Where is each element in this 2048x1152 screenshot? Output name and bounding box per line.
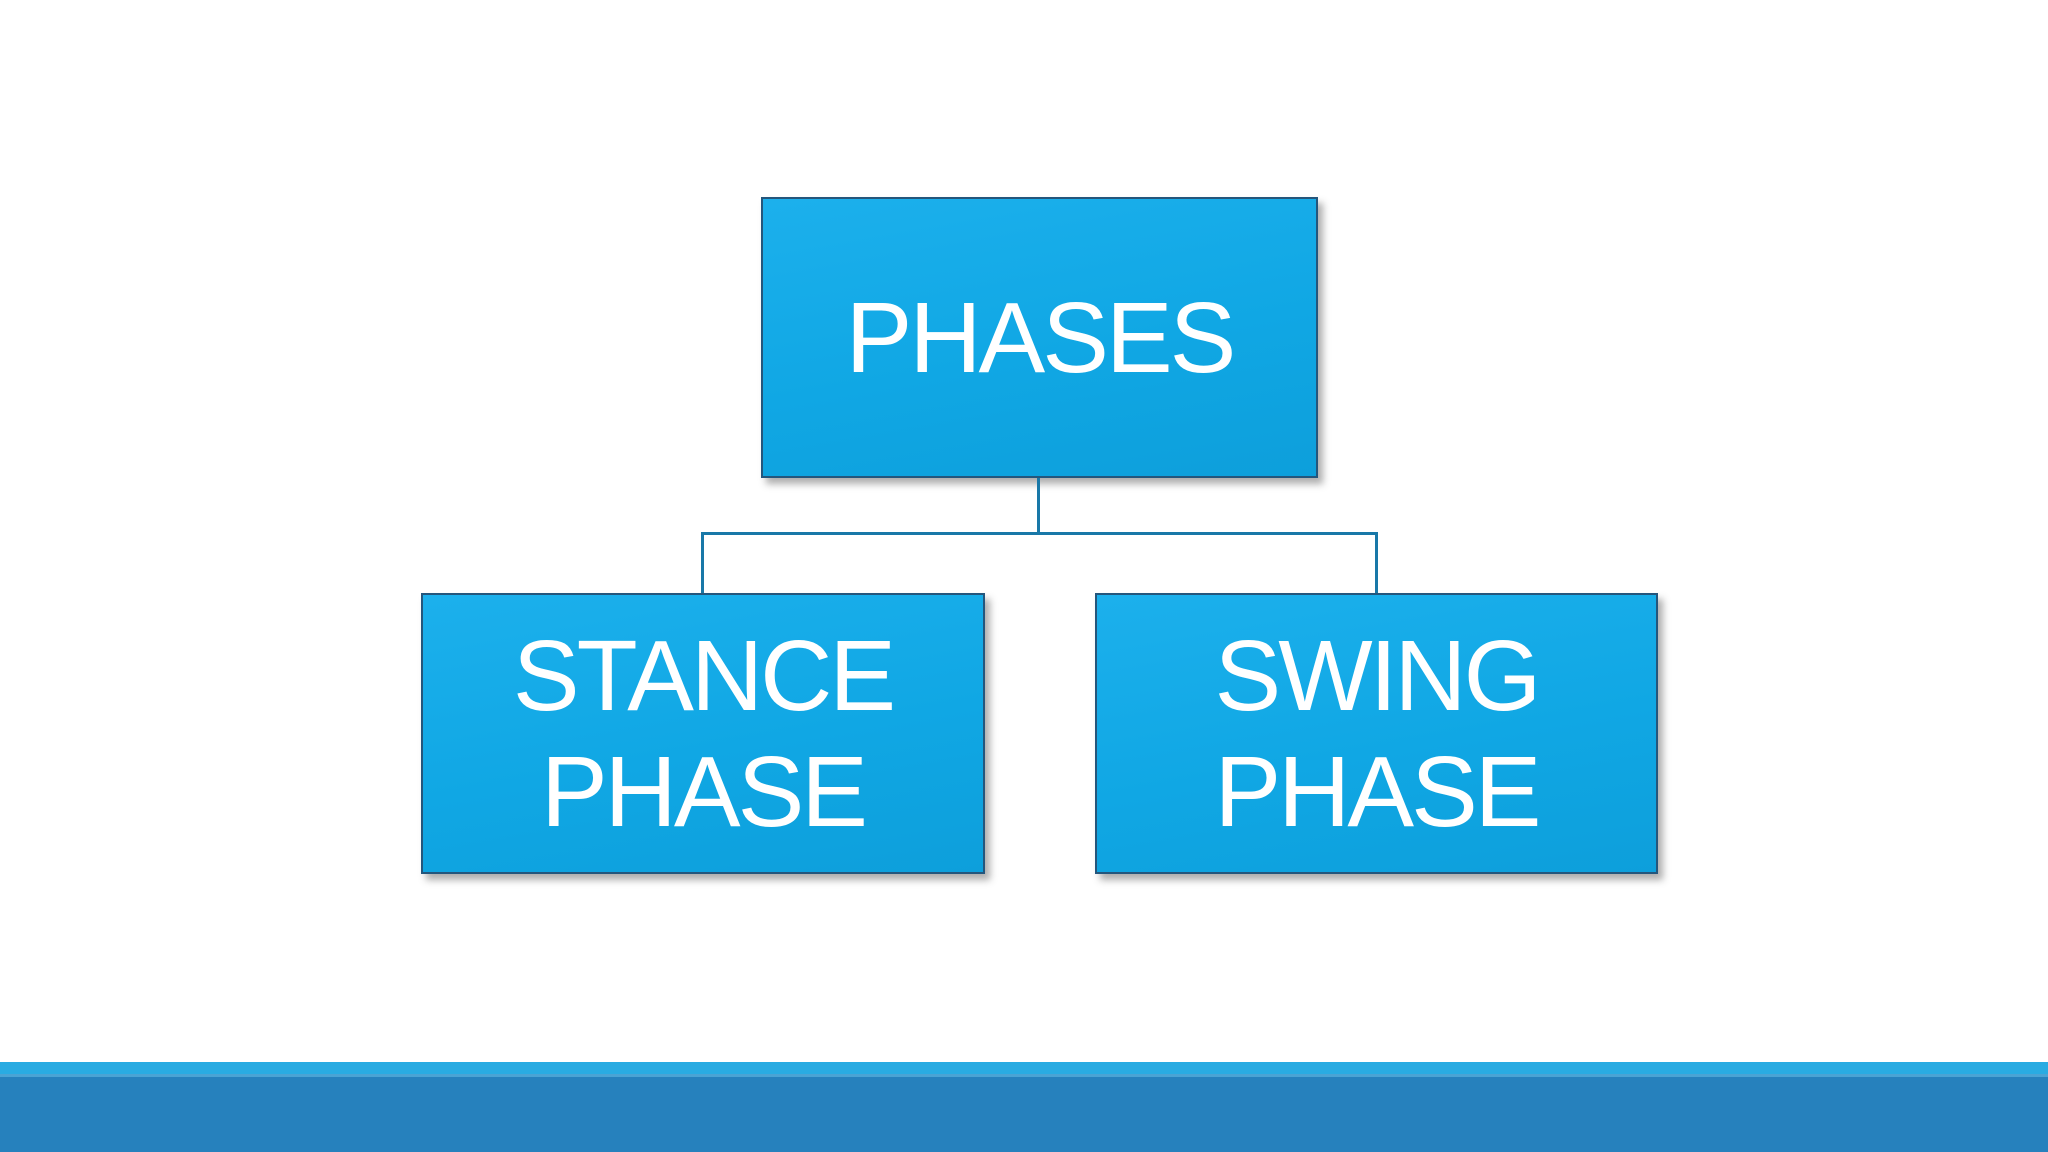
connector-drop-right	[1375, 532, 1378, 593]
node-swing-phase-label: SWING PHASE	[1214, 619, 1541, 848]
footer-bar	[0, 1074, 2048, 1152]
node-phases: PHASES	[761, 197, 1318, 478]
node-stance-phase: STANCE PHASE	[421, 593, 985, 874]
connector-stem	[1037, 478, 1040, 535]
node-stance-phase-label: STANCE PHASE	[512, 619, 896, 848]
footer-accent-strip	[0, 1062, 2048, 1074]
connector-horizontal	[701, 532, 1378, 535]
node-swing-phase: SWING PHASE	[1095, 593, 1658, 874]
connector-drop-left	[701, 532, 704, 593]
node-phases-label: PHASES	[845, 281, 1237, 394]
